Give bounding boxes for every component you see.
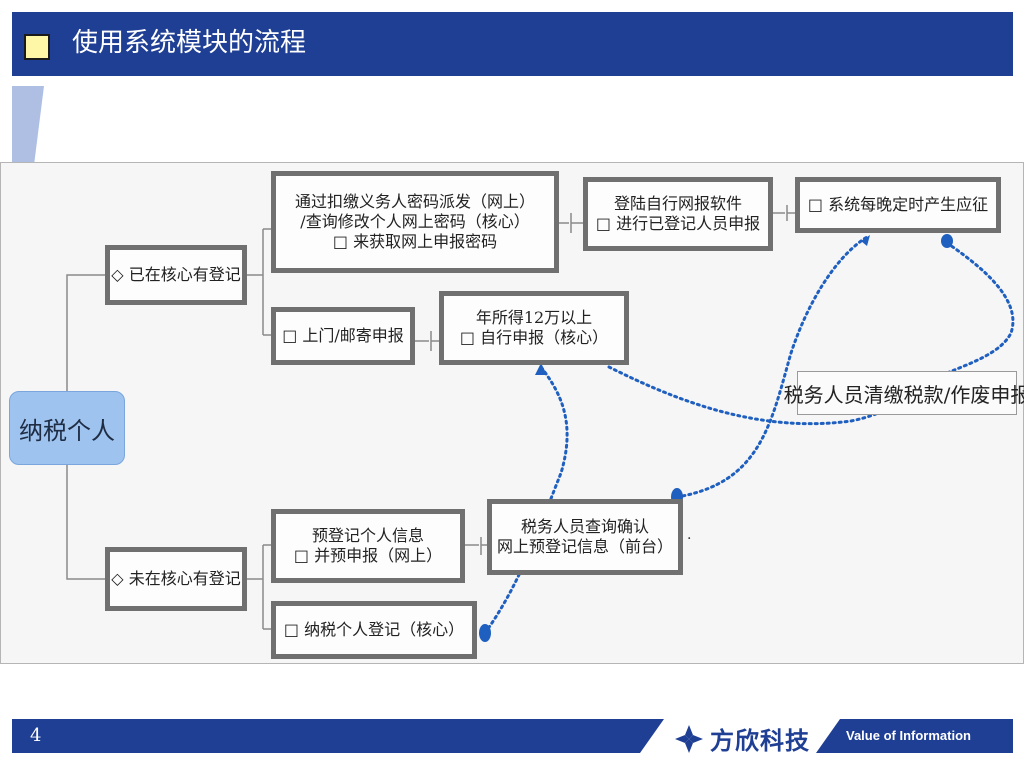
node-taxpayer-registration: □ 纳税个人登记（核心） <box>271 601 477 659</box>
node-self-filing: 年所得12万以上 □ 自行申报（核心） <box>439 291 629 365</box>
node-line: 预登记个人信息 <box>311 526 424 545</box>
root-node: 纳税个人 <box>9 391 125 465</box>
title-square-icon <box>24 34 50 60</box>
arrowhead <box>861 235 870 246</box>
page-title: 使用系统模块的流程 <box>72 28 307 58</box>
node-line: □ 进行已登记人员申报 <box>595 214 761 233</box>
node-line: 税务人员查询确认 <box>520 517 649 536</box>
node-line: 通过扣缴义务人密码派发（网上） <box>294 192 535 211</box>
decorative-stripe <box>12 86 44 162</box>
edge-root-unregistered <box>66 465 107 580</box>
node-registered: ◇ 已在核心有登记 <box>105 245 247 305</box>
arrow-n9-to-n5 <box>483 365 569 635</box>
node-door-mail-filing: □ 上门/邮寄申报 <box>271 307 415 365</box>
brand-star-icon <box>675 724 703 753</box>
edge-n4-n5 <box>415 331 441 351</box>
footer-bar: 4 方欣科技 Value of Information <box>12 719 1013 756</box>
node-confirm-pre-registration: 税务人员查询确认 网上预登记信息（前台） <box>487 499 683 575</box>
brand-name: 方欣科技 <box>710 727 810 755</box>
diagram-panel: 纳税个人 ◇ 已在核心有登记 ◇ 未在核心有登记 通过扣缴义务人密码派发（网上）… <box>0 162 1024 664</box>
arrow-tail-dot <box>941 234 953 248</box>
node-online-software: 登陆自行网报软件 □ 进行已登记人员申报 <box>583 177 773 251</box>
node-line: □ 来获取网上申报密码 <box>332 232 498 251</box>
node-line: □ 自行申报（核心） <box>459 328 609 347</box>
node-get-password: 通过扣缴义务人密码派发（网上） /查询修改个人网上密码（核心） □ 来获取网上申… <box>271 171 559 273</box>
arrow-tail-dot <box>479 624 491 642</box>
stray-dot: . <box>687 527 692 543</box>
brand-logo: 方欣科技 <box>674 721 810 756</box>
arrow-n3-to-n6 <box>945 241 1015 375</box>
node-tax-clearance: 税务人员清缴税款/作废申报 <box>784 371 1024 415</box>
header-bar: 使用系统模块的流程 <box>12 12 1013 76</box>
node-line: 网上预登记信息（前台） <box>496 537 673 556</box>
node-unregistered: ◇ 未在核心有登记 <box>105 547 247 611</box>
node-pre-registration: 预登记个人信息 □ 并预申报（网上） <box>271 509 465 583</box>
edge-n1-n2 <box>557 213 585 233</box>
node-line: 登陆自行网报软件 <box>613 194 742 213</box>
node-line: /查询修改个人网上密码（核心） <box>300 212 530 231</box>
tagline: Value of Information <box>846 728 971 743</box>
page-number: 4 <box>30 725 42 746</box>
arrowhead <box>535 363 547 375</box>
node-nightly-levy: □ 系统每晚定时产生应征 <box>795 177 1001 233</box>
logo-backdrop <box>640 719 840 753</box>
node-line: 年所得12万以上 <box>475 308 593 327</box>
node-line: □ 并预申报（网上） <box>293 546 443 565</box>
edge-n2-n3 <box>773 205 796 221</box>
arrow-n8-to-n3 <box>675 235 869 499</box>
edge-n7-n8 <box>463 537 489 555</box>
edge-root-registered <box>66 274 107 391</box>
